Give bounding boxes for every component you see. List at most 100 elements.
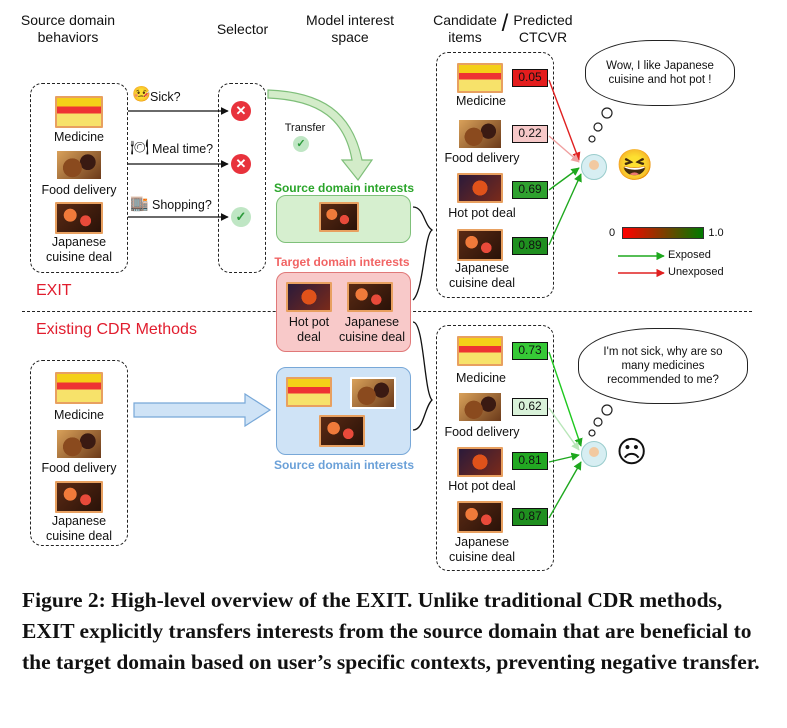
source-item-label: Medicine	[53, 130, 105, 144]
food-delivery-image	[350, 377, 396, 409]
context-label: Shopping?	[152, 198, 212, 212]
shopping-building-icon: 🏬	[130, 195, 149, 212]
header-predicted-ctcvr: Predicted CTCVR	[513, 12, 573, 45]
medicine-image	[55, 96, 103, 128]
exposed-arrow	[548, 351, 583, 447]
source-item-label: Medicine	[53, 408, 105, 422]
exposed-arrow	[548, 167, 580, 191]
ctcvr-score: 0.73	[512, 342, 548, 360]
source-item-label: Food delivery	[41, 183, 117, 197]
colorbar	[622, 227, 704, 239]
japanese-cuisine-image	[319, 415, 365, 447]
candidate-label: Food delivery	[444, 151, 520, 165]
japanese-cuisine-image	[55, 202, 103, 234]
context-label: Meal time?	[152, 142, 214, 156]
exposed-arrow	[548, 173, 582, 246]
bubble-tail	[593, 417, 603, 427]
ctcvr-score: 0.81	[512, 452, 548, 470]
food-delivery-image	[55, 428, 103, 460]
bubble-tail	[588, 429, 596, 437]
candidate-label: Medicine	[455, 94, 507, 108]
source-item-label: Japanese cuisine deal	[45, 235, 112, 264]
medicine-image	[286, 377, 332, 407]
hot-pot-image	[457, 447, 503, 477]
target-item-label: Hot pot deal	[288, 315, 330, 344]
hot-pot-image	[286, 282, 332, 312]
section-exit-label: EXIT	[36, 282, 72, 299]
candidate-box-top	[436, 52, 554, 298]
food-delivery-image	[457, 118, 503, 150]
source-behaviors-box-bottom	[30, 360, 128, 546]
candidate-label: Hot pot deal	[448, 206, 516, 220]
target-interests-title: Target domain interests	[274, 255, 410, 269]
user-avatar	[581, 154, 607, 180]
ctcvr-score: 0.22	[512, 125, 548, 143]
candidate-label: Japanese cuisine deal	[448, 535, 515, 564]
reject-icon: ✕	[231, 154, 251, 174]
user-avatar	[581, 441, 607, 467]
food-delivery-image	[457, 391, 503, 423]
source-interests-title-blue: Source domain interests	[273, 458, 415, 472]
frowning-face-icon: ☹	[616, 436, 648, 469]
selector-box	[218, 83, 266, 273]
japanese-cuisine-image	[347, 282, 393, 312]
bubble-tail	[593, 122, 603, 132]
candidate-box-bottom	[436, 325, 554, 571]
sick-person-icon: 🤒	[132, 86, 151, 103]
section-cdr-label: Existing CDR Methods	[36, 321, 197, 338]
japanese-cuisine-image	[55, 481, 103, 513]
dining-person-icon: 🍽	[130, 139, 150, 156]
ctcvr-score: 0.69	[512, 181, 548, 199]
food-delivery-image	[55, 149, 103, 181]
target-item-label: Japanese cuisine deal	[338, 315, 405, 344]
source-behaviors-box-top	[30, 83, 128, 273]
transfer-label: Transfer	[284, 122, 326, 134]
candidate-label: Hot pot deal	[448, 479, 516, 493]
medicine-image	[457, 336, 503, 366]
bubble-tail	[588, 135, 596, 143]
transfer-curved-arrow	[267, 89, 374, 182]
candidate-label: Japanese cuisine deal	[448, 261, 515, 290]
ctcvr-score: 0.87	[512, 508, 548, 526]
accept-icon: ✓	[231, 207, 251, 227]
header-model-interest: Model interest space	[306, 12, 394, 45]
legend-unexposed: Unexposed	[668, 266, 724, 278]
reject-icon: ✕	[231, 101, 251, 121]
exposed-arrow	[548, 452, 580, 463]
medicine-image	[457, 63, 503, 93]
header-selector: Selector	[216, 21, 269, 37]
brace-bottom	[412, 321, 433, 431]
brace-top	[412, 206, 434, 301]
ctcvr-score: 0.62	[512, 398, 548, 416]
laughing-face-icon: 😆	[616, 149, 654, 182]
thought-bubble-bottom: I'm not sick, why are so many medicines …	[578, 328, 748, 404]
header-source-behaviors: Source domain behaviors	[20, 12, 116, 45]
medicine-image	[55, 372, 103, 404]
context-label: Sick?	[150, 90, 181, 104]
japanese-cuisine-image	[457, 501, 503, 533]
transfer-check-icon: ✓	[293, 136, 309, 152]
candidate-label: Food delivery	[444, 425, 520, 439]
japanese-cuisine-image	[457, 229, 503, 261]
colorbar-max: 1.0	[708, 227, 724, 239]
bubble-tail	[601, 107, 613, 119]
legend-exposed: Exposed	[668, 249, 711, 261]
exposed-arrow	[548, 461, 582, 519]
unexposed-arrow	[548, 79, 581, 161]
candidate-label: Medicine	[455, 371, 507, 385]
header-candidate-items: Candidate items	[433, 12, 497, 45]
transfer-block-arrow	[133, 392, 272, 428]
hot-pot-image	[457, 173, 503, 203]
ctcvr-score: 0.89	[512, 237, 548, 255]
colorbar-min: 0	[608, 227, 616, 239]
source-item-label: Food delivery	[41, 461, 117, 475]
bubble-tail	[601, 404, 613, 416]
ctcvr-score: 0.05	[512, 69, 548, 87]
exposed-arrow	[548, 407, 580, 451]
unexposed-arrow	[548, 135, 580, 163]
header-slash: /	[501, 10, 509, 37]
source-item-label: Japanese cuisine deal	[45, 514, 112, 543]
japanese-cuisine-image	[319, 202, 359, 232]
thought-bubble-top: Wow, I like Japanese cuisine and hot pot…	[585, 40, 735, 106]
